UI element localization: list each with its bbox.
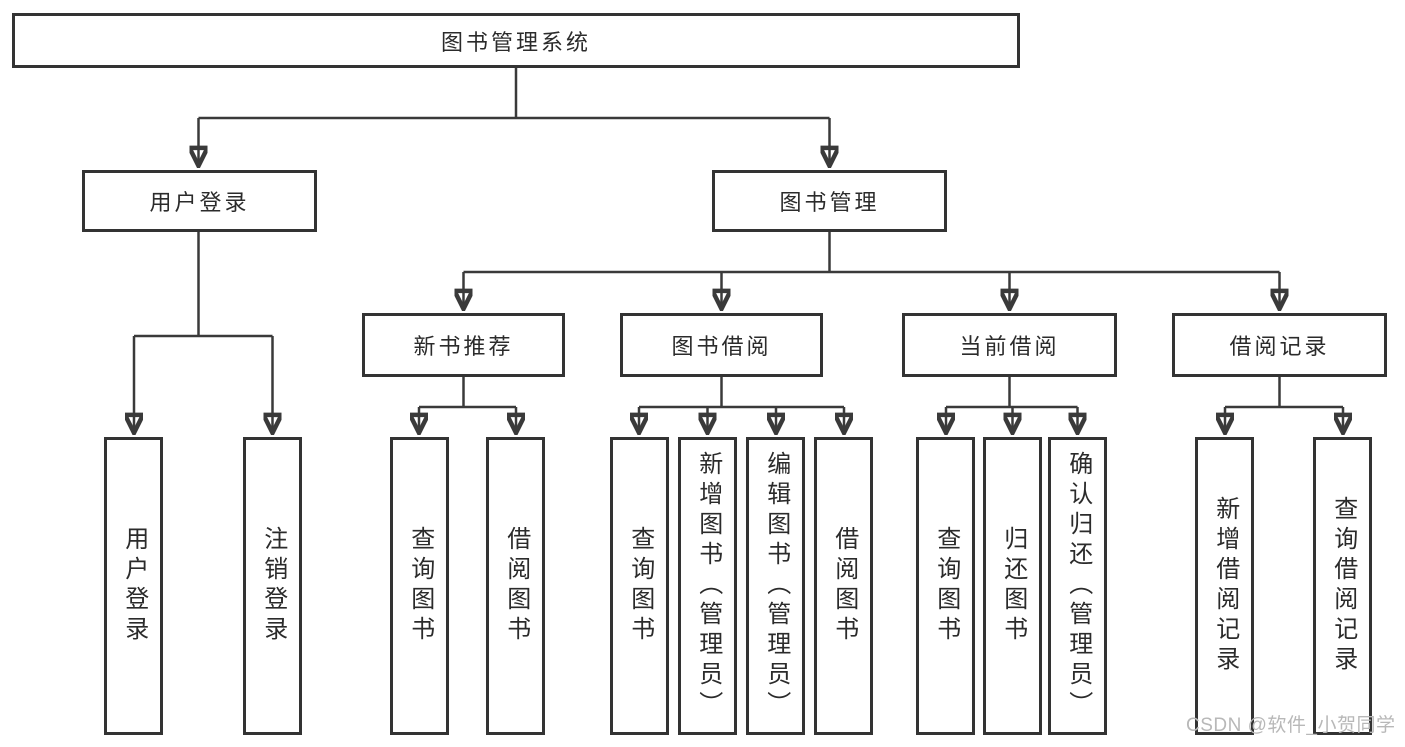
leaf-logout-login: 注销登录 [243, 437, 302, 735]
leaf-user-login: 用户登录 [104, 437, 163, 735]
node-current-borrowing: 当前借阅 [902, 313, 1117, 377]
leaf-records-query-borrow-record: 查询借阅记录 [1313, 437, 1372, 735]
node-user-login: 用户登录 [82, 170, 317, 232]
leaf-current-query-books: 查询图书 [916, 437, 975, 735]
leaf-borrowing-edit-books-admin: 编辑图书（管理员） [746, 437, 805, 735]
node-book-borrowing: 图书借阅 [620, 313, 823, 377]
leaf-borrowing-query-books: 查询图书 [610, 437, 669, 735]
leaf-current-confirm-return-admin: 确认归还（管理员） [1048, 437, 1107, 735]
node-library-management-system: 图书管理系统 [12, 13, 1020, 68]
leaf-recommend-query-books: 查询图书 [390, 437, 449, 735]
leaf-borrowing-add-books-admin: 新增图书（管理员） [678, 437, 737, 735]
leaf-borrowing-borrow-books: 借阅图书 [814, 437, 873, 735]
node-book-management: 图书管理 [712, 170, 947, 232]
node-new-book-recommend: 新书推荐 [362, 313, 565, 377]
leaf-current-return-books: 归还图书 [983, 437, 1042, 735]
leaf-records-add-borrow-record: 新增借阅记录 [1195, 437, 1254, 735]
node-borrow-records: 借阅记录 [1172, 313, 1387, 377]
leaf-recommend-borrow-books: 借阅图书 [486, 437, 545, 735]
csdn-watermark: CSDN @软件_小贺同学 [1186, 715, 1396, 736]
